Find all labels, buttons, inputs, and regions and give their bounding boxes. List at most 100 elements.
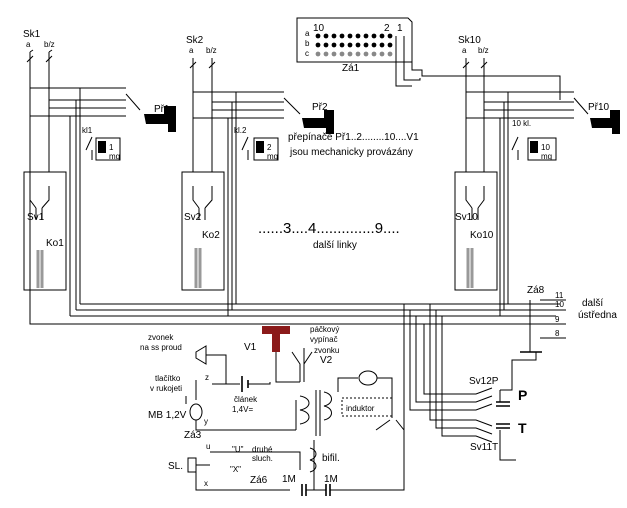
line-10-bus — [466, 91, 560, 119]
line-10-fuses — [462, 61, 488, 69]
line-2-mg-core — [256, 141, 264, 153]
line-2-sv-label: Sv2 — [184, 212, 202, 223]
line-2-a-label: a — [189, 46, 194, 55]
connector-pin — [371, 33, 377, 39]
line-10-cabinet — [454, 171, 498, 291]
v-rukojeti-label: v rukojeti — [150, 384, 182, 393]
cap-2-label: 1M — [324, 474, 338, 485]
za8-wires — [522, 299, 566, 353]
pt-switches: Sv12P P T Sv11T — [403, 304, 537, 461]
druhe-label: druhé — [252, 445, 273, 454]
line-2-switch-handle[interactable] — [302, 110, 334, 134]
button-wire[interactable] — [185, 380, 240, 404]
za3-label: Zá3 — [184, 430, 202, 441]
line-1-bus — [30, 87, 110, 117]
earphone-symbol — [187, 457, 197, 473]
connector-wires — [395, 36, 561, 100]
sv11t-contacts[interactable] — [448, 419, 516, 461]
line-10-ko-label: Ko10 — [470, 230, 494, 241]
line-2-sk-label: Sk2 — [186, 35, 204, 46]
battery-wire — [248, 382, 271, 385]
line-1-mg-num: 1 — [109, 143, 114, 152]
bifilar-coil — [309, 440, 320, 491]
line-2-ko-label: Ko2 — [202, 230, 220, 241]
line-10-mg-num: 10 — [541, 143, 550, 152]
line-2-bz-label: b/z — [206, 46, 217, 55]
pt-return — [500, 352, 537, 391]
v1-contacts — [275, 351, 301, 383]
sv12p-contacts[interactable] — [448, 387, 501, 411]
connector-pin — [363, 42, 369, 48]
line-10-a-label: a — [462, 46, 467, 55]
v1-switch-handle[interactable] — [262, 326, 290, 352]
sv12p-label: Sv12P — [469, 376, 499, 387]
connector-pin — [379, 33, 385, 39]
line-1-fuses — [26, 55, 53, 63]
line-2-switch-contacts — [268, 91, 301, 119]
inductor-generator — [358, 370, 378, 386]
line-2-mg-label: mg — [267, 152, 278, 161]
line-1-switch-handle[interactable] — [144, 106, 176, 132]
connector-pin — [387, 51, 393, 57]
line-1-drops — [29, 88, 81, 316]
t-label: T — [518, 420, 527, 436]
ustredna-label: ústředna — [578, 310, 617, 321]
zvonku-label: zvonku — [314, 346, 339, 355]
cap-1-label: 1M — [282, 474, 296, 485]
v1-label: V1 — [244, 342, 257, 353]
za8-label: Zá8 — [527, 285, 545, 296]
line-10-switch-handle[interactable] — [590, 110, 620, 134]
line-10-sk-label: Sk10 — [458, 35, 481, 46]
line-1-ko-label: Ko1 — [46, 238, 64, 249]
za8-pin-9: 9 — [555, 315, 560, 324]
connector-pin — [315, 51, 321, 57]
line-2-sv-contacts — [192, 186, 213, 220]
line-1-switch-pr1[interactable] — [110, 87, 176, 132]
x-quoted-label: "X" — [230, 465, 241, 474]
connector-pin — [347, 42, 353, 48]
za8-pin-8: 8 — [555, 329, 560, 338]
line-2-ko-coil — [194, 248, 202, 288]
switch-note-line-2: jsou mechanicky provázány — [289, 147, 413, 158]
connector-za1: a b c 10 2 1 Zá1 — [296, 17, 561, 100]
cap-wires — [306, 430, 405, 491]
connector-pin — [371, 51, 377, 57]
line-10-switch-contacts — [560, 91, 589, 119]
connector-pin — [323, 33, 329, 39]
connector-pin — [355, 51, 361, 57]
line-10-sv-contacts — [465, 186, 485, 220]
line-10-kl-label: 10 kl. — [512, 119, 531, 128]
line-10-kl-contact — [511, 136, 519, 160]
switch-note-line-1: přepínače Př1..2........10....V1 — [288, 132, 419, 143]
line-1-kl-label: kl1 — [82, 126, 93, 135]
connector-pin — [379, 51, 385, 57]
connector-pin — [339, 33, 345, 39]
line-10-switch-pr10[interactable] — [560, 91, 620, 134]
v2-switch[interactable] — [303, 348, 313, 382]
connector-row-a: a — [305, 29, 310, 38]
packovy-label: páčkový — [310, 325, 339, 334]
line-10: Sk10 a b/z Př10 10 kl. 10 mg Sv10 Ko10 — [454, 35, 620, 316]
line-1-a-label: a — [26, 40, 31, 49]
connector-pin-10: 10 — [313, 23, 325, 34]
connector-pin — [355, 42, 361, 48]
line-1-cabinet — [23, 171, 67, 291]
dalsi-label: další — [582, 298, 603, 309]
connector-pin — [323, 51, 329, 57]
line-2-switch-pr2[interactable] — [268, 91, 334, 134]
v2-label: V2 — [320, 355, 333, 366]
connector-pin — [355, 33, 361, 39]
microphone-symbol — [189, 403, 203, 421]
y-label: y — [204, 417, 208, 426]
u-label: u — [206, 442, 210, 451]
connector-label: Zá1 — [342, 63, 360, 74]
connector-pin-1: 1 — [397, 23, 403, 34]
u-quoted-label: "U" — [232, 445, 244, 454]
clanek-voltage: 1,4V= — [232, 405, 253, 414]
inductor-switch[interactable] — [375, 419, 405, 431]
za8-pin-10: 10 — [555, 300, 564, 309]
line-1-mg-label: mg — [109, 152, 120, 161]
zvonek-label: zvonek — [148, 333, 174, 342]
connector-pin — [331, 51, 337, 57]
connector-pin — [331, 33, 337, 39]
